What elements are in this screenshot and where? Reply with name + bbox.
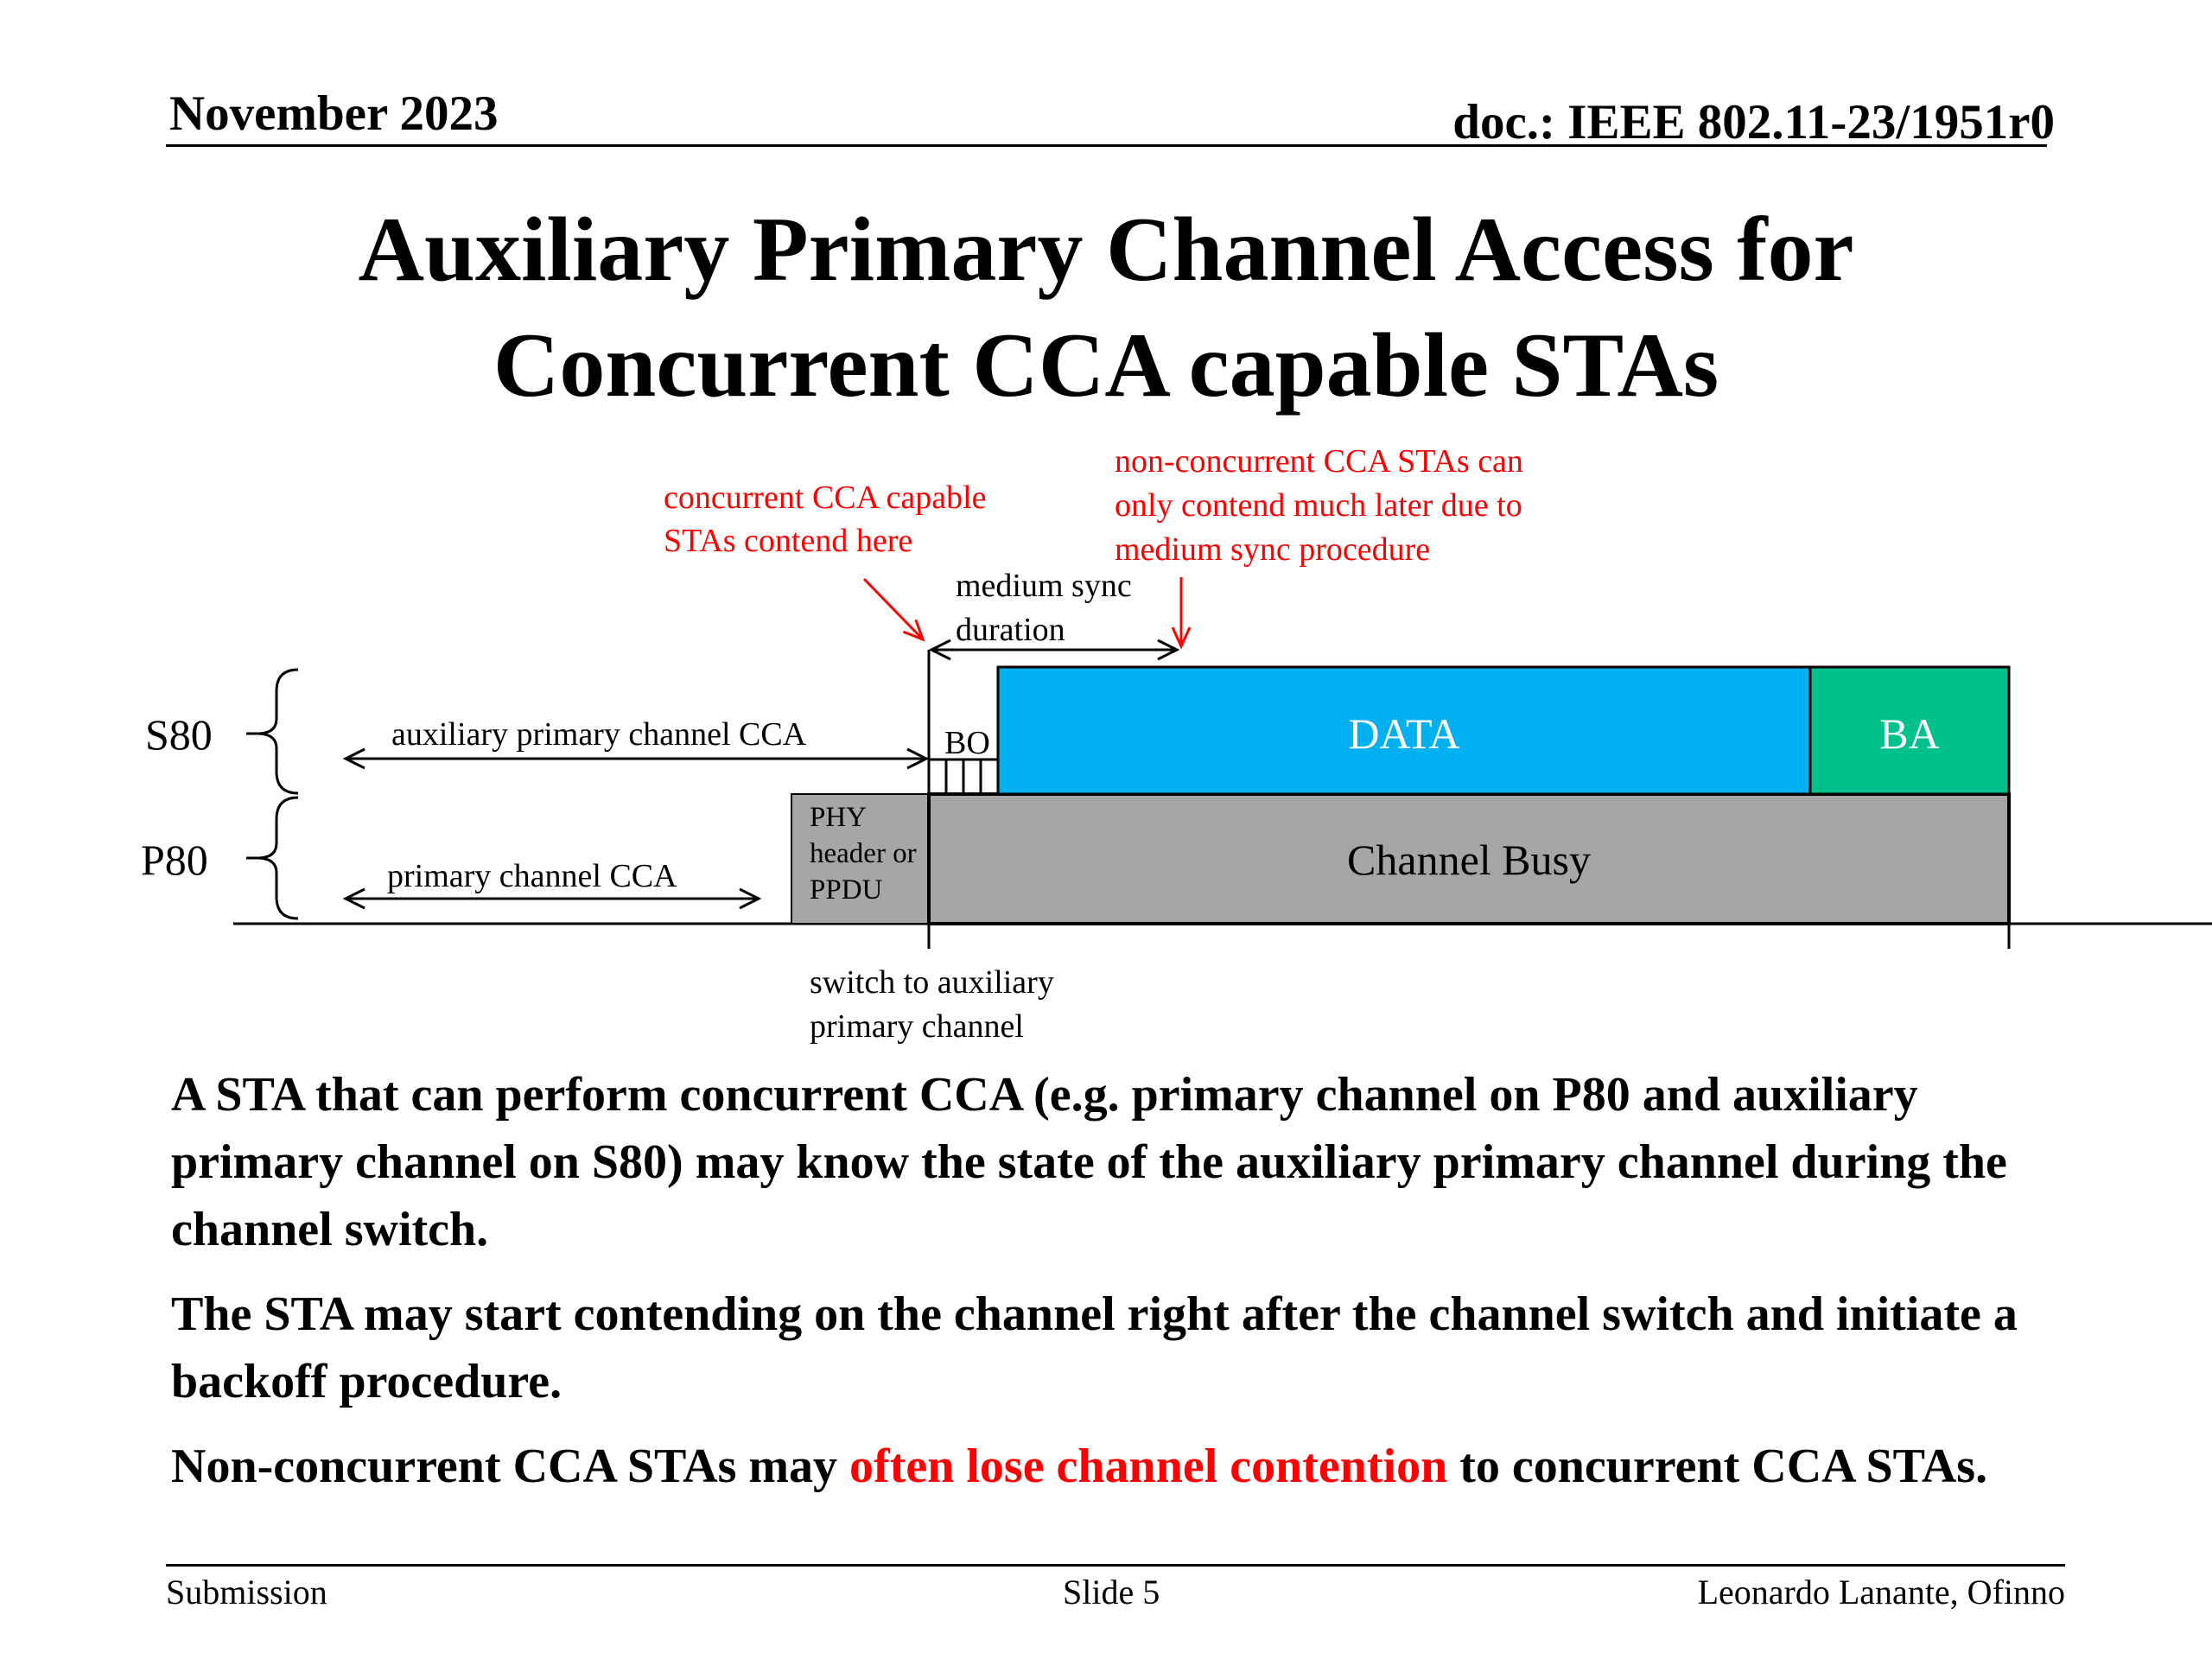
header-rule xyxy=(166,144,2047,147)
channel-label-p80: P80 xyxy=(141,836,208,884)
bullet-list: A STA that can perform concurrent CCA (e… xyxy=(171,1061,2072,1517)
data-block xyxy=(996,665,1812,796)
primary-cca-label: primary channel CCA xyxy=(387,858,677,894)
ba-label: BA xyxy=(1879,709,1939,758)
annotation-nonconcurrent-line-1: non-concurrent CCA STAs can xyxy=(1115,443,1523,480)
ba-block xyxy=(1808,665,2011,796)
phy-label-line-1: PHY xyxy=(810,802,867,833)
phy-label-line-2: header or xyxy=(810,838,917,869)
title-line-1: Auxiliary Primary Channel Access for xyxy=(358,199,1854,300)
aux-cca-label: auxiliary primary channel CCA xyxy=(391,716,807,753)
header-doc-id: doc.: IEEE 802.11-23/1951r0 xyxy=(1452,95,2055,149)
concurrent-pointer-arrow xyxy=(862,577,925,642)
p80-brace xyxy=(258,796,299,920)
backoff-label: BO xyxy=(944,725,990,761)
backoff-slots xyxy=(929,758,998,794)
bullet-2: The STA may start contending on the chan… xyxy=(171,1287,2018,1408)
s80-brace xyxy=(258,668,299,795)
data-label: DATA xyxy=(1348,709,1459,758)
annotation-concurrent-line-1: concurrent CCA capable xyxy=(664,480,987,516)
switch-label-line-2: primary channel xyxy=(810,1008,1024,1045)
annotation-concurrent-line-2: STAs contend here xyxy=(664,523,912,559)
footer-submission: Submission xyxy=(166,1573,327,1611)
phy-label-line-3: PPDU xyxy=(810,874,883,906)
slide-title: Auxiliary Primary Channel Access for Con… xyxy=(0,192,2212,423)
bullet-1: A STA that can perform concurrent CCA (e… xyxy=(171,1068,2007,1256)
footer-rule xyxy=(166,1564,2065,1567)
channel-busy-label: Channel Busy xyxy=(1347,836,1591,884)
bullet-3: Non-concurrent CCA STAs may often lose c… xyxy=(171,1433,2072,1500)
bullet-3-suffix: to concurrent CCA STAs. xyxy=(1447,1440,1988,1493)
bullet-3-prefix: Non-concurrent CCA STAs may xyxy=(171,1440,850,1493)
footer-slide-number: Slide 5 xyxy=(1063,1573,1160,1611)
title-line-2: Concurrent CCA capable STAs xyxy=(493,315,1719,416)
medium-sync-label-line-2: duration xyxy=(956,612,1065,648)
annotation-nonconcurrent-line-3: medium sync procedure xyxy=(1115,531,1430,568)
channel-label-s80: S80 xyxy=(145,710,213,759)
annotation-nonconcurrent-line-2: only contend much later due to xyxy=(1115,487,1522,524)
medium-sync-label-line-1: medium sync xyxy=(956,568,1132,604)
phy-header-block xyxy=(791,793,930,925)
header-date: November 2023 xyxy=(169,86,499,141)
switch-label-line-1: switch to auxiliary xyxy=(810,964,1054,1001)
bullet-3-highlight: often lose channel contention xyxy=(849,1440,1448,1493)
footer-author: Leonardo Lanante, Ofinno xyxy=(1697,1573,2065,1611)
